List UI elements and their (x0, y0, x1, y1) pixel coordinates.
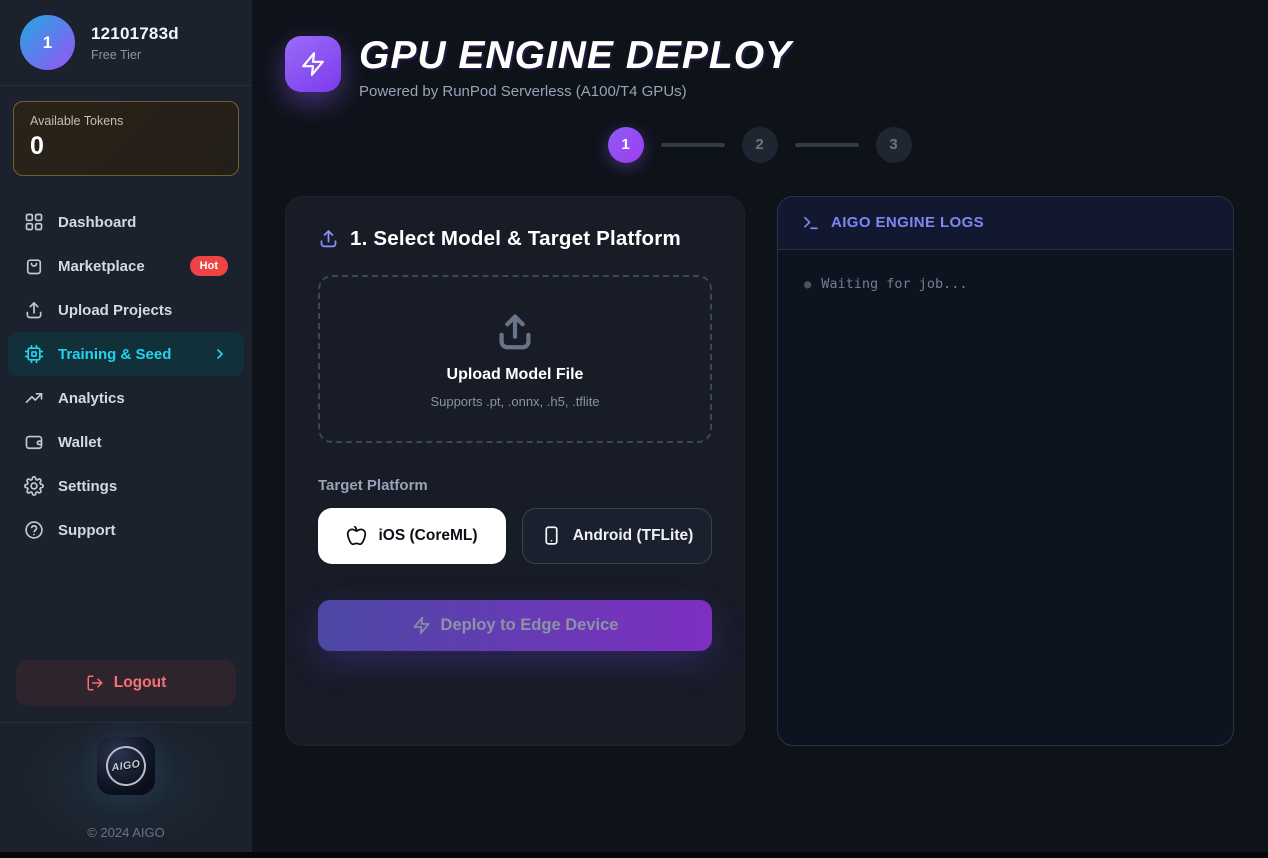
step-2: 2 (741, 126, 778, 163)
deploy-button[interactable]: Deploy to Edge Device (318, 599, 712, 651)
sidebar-item-label: Wallet (58, 433, 102, 451)
wallet-icon (24, 432, 44, 452)
content-row: 1. Select Model & Target Platform Upload… (285, 195, 1234, 746)
page-header: GPU ENGINE DEPLOY Powered by RunPod Serv… (285, 34, 1234, 100)
terminal-icon (804, 216, 818, 230)
sidebar-item-dashboard[interactable]: Dashboard (8, 200, 244, 244)
sidebar-item-analytics[interactable]: Analytics (8, 376, 244, 420)
upload-icon (24, 300, 44, 320)
logs-panel: AIGO ENGINE LOGS ● Waiting for job... (777, 195, 1234, 746)
zap-icon (285, 36, 341, 92)
zap-icon (413, 616, 429, 635)
stepper-connector (794, 142, 859, 147)
tokens-label: Available Tokens (30, 114, 124, 128)
deploy-card: 1. Select Model & Target Platform Upload… (285, 195, 745, 746)
logs-title: AIGO ENGINE LOGS (831, 214, 985, 232)
gear-icon (24, 476, 44, 496)
platform-ios-label: iOS (CoreML) (378, 526, 478, 544)
upload-icon (492, 308, 538, 354)
target-platform-label: Target Platform (318, 476, 428, 494)
platform-android-label: Android (TFLite) (572, 526, 694, 544)
sidebar-item-label: Settings (58, 477, 118, 495)
sidebar-item-label: Support (58, 521, 116, 539)
aigo-logo-emblem: AIGO (103, 743, 149, 789)
platform-row: iOS (CoreML) Android (TFLite) (318, 507, 712, 564)
sidebar-item-support[interactable]: Support (8, 508, 244, 552)
avatar: 1 (20, 15, 75, 70)
step-3: 3 (875, 126, 912, 163)
dropzone-title: Upload Model File (446, 366, 584, 384)
user-profile: 1 12101783d Free Tier (0, 0, 252, 86)
logout-icon (87, 675, 103, 691)
tokens-value: 0 (30, 132, 44, 160)
page-subtitle: Powered by RunPod Serverless (A100/T4 GP… (359, 82, 687, 100)
sidebar-item-label: Analytics (58, 389, 125, 407)
stepper: 1 2 3 (285, 126, 1234, 163)
upload-icon (318, 228, 339, 249)
logs-status-text: Waiting for job... (821, 275, 968, 292)
user-name: 12101783d (91, 23, 179, 43)
sidebar-item-label: Marketplace (58, 257, 145, 275)
platform-android-button[interactable]: Android (TFLite) (522, 507, 712, 564)
dropzone-hint: Supports .pt, .onnx, .h5, .tflite (430, 394, 600, 410)
stepper-connector (660, 142, 725, 147)
sidebar: 1 12101783d Free Tier Available Tokens 0… (0, 0, 253, 852)
sidebar-spacer (0, 552, 252, 660)
copyright-text: © 2024 AIGO (87, 825, 165, 840)
sidebar-item-label: Training & Seed (58, 345, 172, 363)
sidebar-nav: Dashboard Marketplace Hot Upload Project… (0, 186, 252, 552)
smartphone-icon (545, 526, 558, 546)
available-tokens-box: Available Tokens 0 (13, 101, 239, 176)
hot-badge: Hot (189, 256, 228, 276)
avatar-initial: 1 (42, 32, 53, 52)
tokens-section: Available Tokens 0 (0, 86, 252, 186)
card-heading: 1. Select Model & Target Platform (318, 227, 712, 251)
sidebar-item-training-seed[interactable]: Training & Seed (8, 332, 244, 376)
sidebar-item-settings[interactable]: Settings (8, 464, 244, 508)
sidebar-item-upload-projects[interactable]: Upload Projects (8, 288, 244, 332)
user-tier: Free Tier (91, 47, 142, 62)
card-heading-text: 1. Select Model & Target Platform (350, 226, 681, 250)
header-text: GPU ENGINE DEPLOY Powered by RunPod Serv… (359, 34, 793, 100)
sidebar-item-label: Dashboard (58, 213, 137, 231)
logs-body: ● Waiting for job... (778, 250, 1233, 318)
aigo-logo: AIGO (97, 737, 155, 795)
trending-up-icon (24, 388, 44, 408)
status-dot: ● (804, 276, 812, 291)
deploy-button-label: Deploy to Edge Device (440, 615, 619, 634)
sidebar-footer: AIGO © 2024 AIGO (0, 722, 252, 852)
upload-dropzone[interactable]: Upload Model File Supports .pt, .onnx, .… (318, 274, 712, 443)
step-1: 1 (607, 126, 644, 163)
logs-header: AIGO ENGINE LOGS (778, 196, 1233, 250)
chip-icon (24, 344, 44, 364)
logout-label: Logout (113, 674, 167, 691)
sidebar-item-marketplace[interactable]: Marketplace Hot (8, 244, 244, 288)
dashboard-icon (24, 212, 44, 232)
sidebar-item-label: Upload Projects (58, 301, 173, 319)
sidebar-item-wallet[interactable]: Wallet (8, 420, 244, 464)
help-icon (24, 520, 44, 540)
shopping-bag-icon (24, 256, 44, 276)
chevron-right-icon (212, 346, 228, 362)
logout-button[interactable]: Logout (16, 660, 236, 706)
user-info: 12101783d Free Tier (91, 24, 179, 62)
apple-icon (347, 526, 367, 546)
main-content: GPU ENGINE DEPLOY Powered by RunPod Serv… (253, 0, 1268, 852)
page-title: GPU ENGINE DEPLOY (359, 34, 793, 77)
platform-ios-button[interactable]: iOS (CoreML) (318, 507, 506, 564)
